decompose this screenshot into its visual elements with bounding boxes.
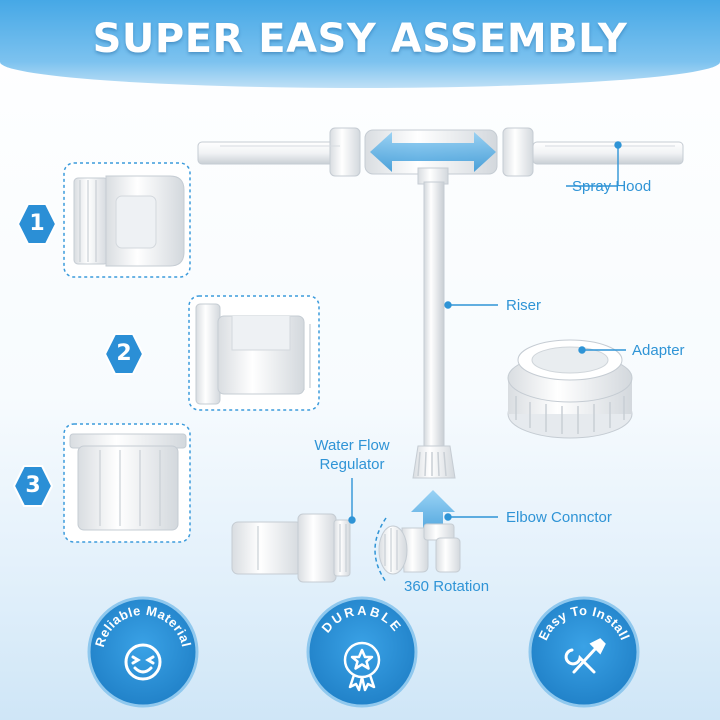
elbow-connector-part <box>378 523 461 575</box>
feature-badge-easy-install: Easy To Install <box>528 596 640 708</box>
up-arrow-icon <box>411 490 455 536</box>
riser-part <box>412 167 456 479</box>
star-medal-icon <box>343 641 381 692</box>
header-banner: SUPER EASY ASSEMBLY <box>0 0 720 88</box>
callout-flow-regulator: Water Flow Regulator <box>296 436 408 474</box>
feature-badge-durable: DURABLE <box>306 596 418 708</box>
adapter-part <box>507 339 633 439</box>
step-3-badge <box>12 465 54 507</box>
step-1-number: 1 <box>29 211 45 236</box>
double-arrow-icon <box>370 132 496 172</box>
callout-adapter: Adapter <box>632 342 685 359</box>
page-title: SUPER EASY ASSEMBLY <box>92 16 628 62</box>
smile-face-icon <box>124 643 162 681</box>
feature-badge-reliable: Reliable Material <box>87 596 199 708</box>
wrench-screwdriver-icon <box>564 638 606 674</box>
step-3-detail <box>63 423 191 543</box>
callout-riser: Riser <box>506 297 542 314</box>
step-1-detail <box>63 162 191 278</box>
step-2-detail <box>188 295 320 411</box>
step-2-badge <box>103 333 145 375</box>
callout-flow-regulator-line2: Regulator <box>319 456 385 473</box>
water-flow-regulator-part <box>231 513 351 583</box>
step-1-badge <box>16 203 58 245</box>
callout-flow-regulator-line1: Water Flow <box>314 437 390 454</box>
spray-hood-part <box>197 127 684 177</box>
callout-elbow-connector: Elbow Connctor <box>506 509 612 526</box>
callout-spray-hood: Spray Hood <box>572 178 652 195</box>
step-3-number: 3 <box>25 473 41 498</box>
step-2-number: 2 <box>116 341 132 366</box>
callout-rotation: 360 Rotation <box>404 578 490 595</box>
callout-leaders <box>348 141 626 524</box>
